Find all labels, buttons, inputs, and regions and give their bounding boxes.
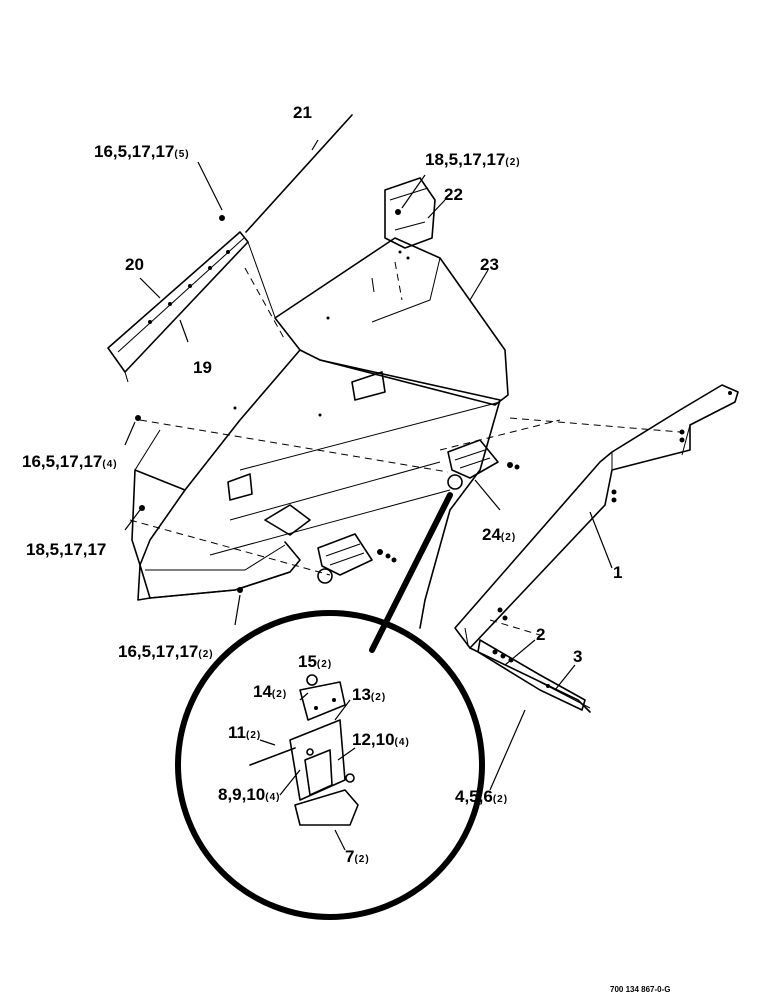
fastener-group [135,209,685,663]
hinge-panel [107,231,277,383]
callout-1: 1 [613,563,622,582]
callout-2: 2 [536,625,545,644]
callout-20: 20 [125,255,144,274]
shield-body [131,237,509,629]
drawing-number: 700 134 867-0-G [610,985,671,994]
callout-18-left: 18,5,17,17 [26,540,106,559]
rod [245,114,353,233]
callout-12: 12,10(4) [352,730,410,749]
callout-8: 8,9,10(4) [218,785,281,804]
hinge-bracket-right [447,439,520,490]
callout-18-top: 18,5,17,17(2) [425,150,521,169]
callout-22: 22 [444,185,463,204]
block-bracket [371,177,436,293]
callout-23: 23 [480,255,499,274]
strap-bracket [477,639,591,711]
callout-4: 4,5,6(2) [455,787,508,806]
callout-3: 3 [573,647,582,666]
callout-14: 14(2) [253,682,287,701]
callout-13: 13(2) [352,685,386,704]
frame-bar [454,384,739,713]
callout-16-top: 16,5,17,17(5) [94,142,190,161]
callout-16-bottom: 16,5,17,17(2) [118,642,214,661]
callout-7: 7(2) [345,847,370,866]
hinge-bracket-center [317,533,397,584]
reference-lines [129,261,681,636]
callout-16-left: 16,5,17,17(4) [22,452,118,471]
detail-pointer-line [369,492,453,653]
callout-11: 11(2) [228,723,261,742]
callout-19: 19 [193,358,212,377]
detail-view-circle [175,610,485,920]
callout-21: 21 [293,103,312,122]
leader-lines [124,139,613,851]
detail-assembly [249,674,359,826]
callout-15: 15(2) [298,652,332,671]
callout-24: 24(2) [482,525,516,544]
